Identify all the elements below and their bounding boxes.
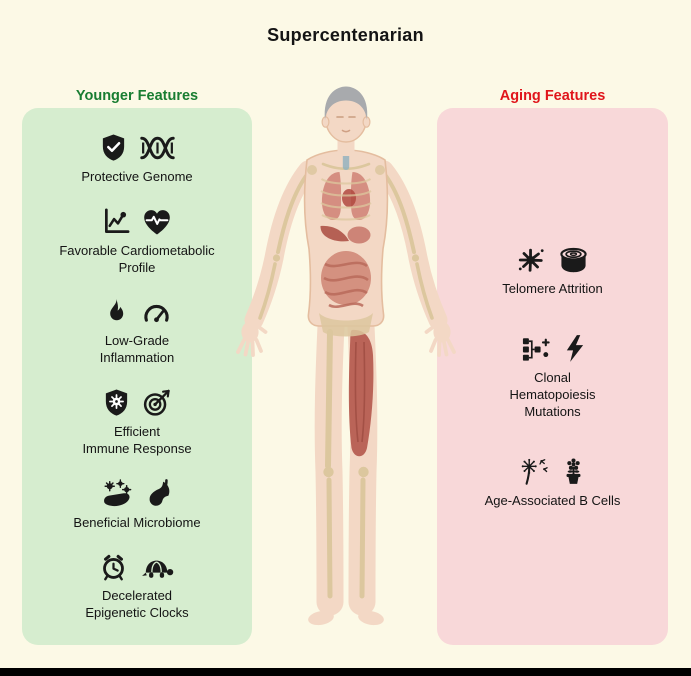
- feature-icons: [520, 332, 586, 363]
- dandelion-icon: [517, 457, 548, 486]
- feature-icons: [99, 550, 175, 581]
- feature-label: Decelerated Epigenetic Clocks: [85, 588, 189, 621]
- feature-clonal-hematopoiesis: Clonal Hematopoiesis Mutations: [510, 332, 596, 421]
- feature-low-grade-inflammation: Low-Grade Inflammation: [100, 295, 174, 367]
- feature-icons: [102, 295, 172, 326]
- feature-age-associated-b-cells: Age-Associated B Cells: [484, 455, 621, 510]
- shield-virus-icon: [102, 388, 131, 417]
- younger-features-panel: Protective Genome Favora: [22, 108, 252, 645]
- feature-icons: [516, 243, 590, 274]
- feature-label: Low-Grade Inflammation: [99, 333, 175, 366]
- feature-cardiometabolic: Favorable Cardiometabolic Profile: [59, 205, 215, 277]
- feature-label: Clonal Hematopoiesis Mutations: [509, 370, 596, 419]
- gauge-icon: [141, 299, 172, 326]
- supercentenarian-figure: [236, 86, 456, 626]
- feature-icons: [99, 131, 176, 162]
- chromosome-splat-icon: [516, 246, 546, 274]
- feature-icons: [102, 386, 173, 417]
- dna-icon: [139, 134, 176, 162]
- line-chart-icon: [102, 207, 131, 236]
- hand-microbes-icon: [100, 478, 133, 508]
- lightning-icon: [563, 334, 586, 363]
- feature-icons: [102, 205, 172, 236]
- feature-microbiome: Beneficial Microbiome: [73, 477, 201, 532]
- feature-icons: [517, 455, 588, 486]
- heart-pulse-icon: [142, 208, 172, 236]
- feature-label: Age-Associated B Cells: [484, 492, 621, 508]
- feature-label: Favorable Cardiometabolic Profile: [59, 242, 215, 275]
- shield-check-icon: [99, 133, 128, 162]
- stomach-icon: [144, 478, 173, 508]
- feature-label: Efficient Immune Response: [82, 423, 192, 456]
- clonal-expansion-icon: [520, 335, 552, 363]
- feature-label: Telomere Attrition: [502, 281, 603, 297]
- feature-label: Protective Genome: [81, 168, 193, 184]
- target-arrow-icon: [142, 388, 173, 417]
- feature-telomere-attrition: Telomere Attrition: [502, 243, 603, 298]
- turtle-icon: [139, 553, 175, 581]
- aging-features-heading: Aging Features: [499, 88, 606, 104]
- page-title: Supercentenarian: [267, 25, 424, 45]
- tree-stump-icon: [557, 245, 590, 274]
- bottom-border-bar: [0, 668, 691, 676]
- feature-label: Beneficial Microbiome: [73, 514, 201, 530]
- feature-epigenetic-clocks: Decelerated Epigenetic Clocks: [85, 550, 189, 622]
- potted-flower-icon: [559, 457, 588, 486]
- feature-icons: [100, 477, 173, 508]
- flame-icon: [102, 297, 130, 326]
- feature-protective-genome: Protective Genome: [81, 131, 193, 186]
- younger-features-heading: Younger Features: [75, 88, 199, 104]
- feature-immune-response: Efficient Immune Response: [82, 386, 192, 458]
- aging-features-panel: Telomere Attrition: [437, 108, 668, 645]
- alarm-clock-icon: [99, 552, 128, 581]
